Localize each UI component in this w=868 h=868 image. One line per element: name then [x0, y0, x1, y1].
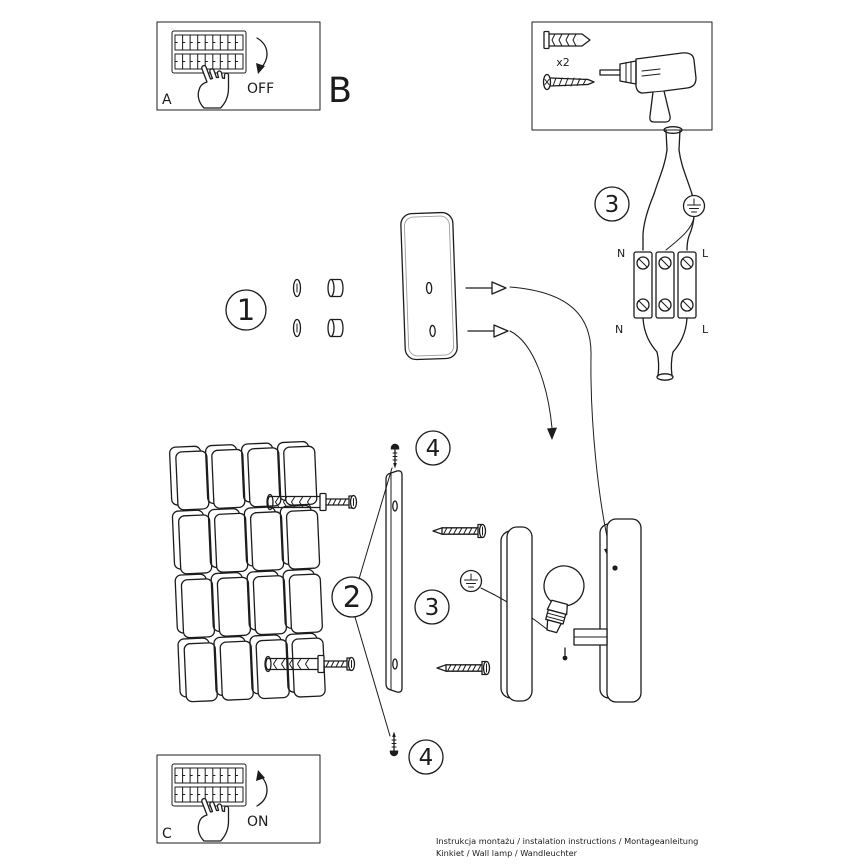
svg-text:3: 3 [425, 595, 440, 621]
mounting-bracket [385, 470, 403, 693]
pointing-hand-icon [197, 64, 230, 109]
tiled-wall [168, 440, 327, 703]
drill-icon [599, 52, 697, 123]
leader-line-long [509, 286, 614, 561]
ground-wire [665, 216, 695, 251]
step-4-badge-top: 4 [415, 430, 451, 466]
cable-split [653, 149, 693, 195]
mount-direction-arrow-top [465, 281, 507, 295]
bracket-screw-bottom-icon [436, 660, 491, 676]
plate-hole-bottom [429, 324, 436, 338]
bulb-and-socket [543, 565, 585, 634]
flip-up-arrow-icon [256, 770, 268, 807]
bracket-hole-bottom [392, 658, 398, 670]
wall-plug-assembly-bottom [264, 654, 356, 674]
wiring-diagram: 3 N L N L [594, 126, 709, 381]
fastener-icons-top [292, 278, 344, 298]
svg-text:1: 1 [237, 293, 255, 327]
label-n-bottom: N [615, 323, 623, 336]
pointing-hand-icon-c [197, 797, 230, 842]
cable-out [656, 351, 674, 377]
wire-n-top [642, 193, 655, 251]
fastener-icons-bottom [292, 318, 344, 338]
bracket-screw-top-icon [432, 523, 487, 539]
breaker-panel-icon-c [171, 763, 247, 807]
drill-hole-top [266, 493, 274, 511]
label-l-top: L [702, 247, 709, 260]
hardware-box-frame [531, 21, 713, 131]
lamp-arm [562, 628, 608, 661]
power-state-label-c: ON [247, 814, 269, 830]
cover-screw-bottom-icon [389, 730, 399, 757]
panel-a-label: A [162, 92, 172, 108]
svg-text:3: 3 [605, 192, 620, 218]
panel-a: OFF A [156, 21, 321, 111]
wire-bottom-pair [642, 317, 688, 353]
step-4-badge-bottom: 4 [408, 739, 444, 775]
panel-a-frame [156, 21, 321, 111]
step-2-badge: 2 [331, 467, 393, 737]
svg-text:2: 2 [343, 580, 361, 614]
screw-icon [542, 73, 595, 91]
mounting-plate [400, 211, 458, 361]
cable-end [663, 126, 683, 134]
plate-hole-top [425, 281, 433, 295]
step-2-leader-lines [354, 467, 393, 737]
hardware-box: x2 [531, 21, 713, 131]
ground-symbol-icon [682, 194, 706, 218]
supply-cable [665, 129, 681, 151]
panel-c-frame [156, 754, 321, 844]
svg-text:4: 4 [419, 745, 434, 771]
panel-c: ON C [156, 754, 321, 844]
section-b-label: B [328, 71, 352, 111]
step-3-badge-mid [414, 589, 450, 625]
svg-text:4: 4 [426, 436, 441, 462]
plug-quantity-label: x2 [556, 56, 570, 69]
footer-line-1: Instrukcja montażu / instalation instruc… [436, 836, 698, 846]
panel-c-label: C [162, 826, 172, 842]
breaker-panel-icon [171, 30, 247, 74]
step-3-mid-group: 3 [414, 569, 549, 631]
flip-down-arrow-icon [256, 37, 268, 74]
lamp-cover [500, 526, 533, 702]
footer-line-2: Kinkiet / Wall lamp / Wandleuchter [436, 848, 578, 858]
drill-hole-bottom [264, 655, 272, 673]
wall-plug-icon [543, 30, 591, 50]
power-state-label: OFF [247, 81, 274, 97]
wall-plug-assembly-top [266, 492, 358, 512]
bracket-hole-top [392, 500, 398, 512]
label-n-top: N [617, 247, 625, 260]
terminal-block [633, 251, 697, 319]
cable-out-end [656, 373, 674, 381]
step-1-badge: 1 [225, 289, 267, 331]
ground-symbol-mid-icon [459, 569, 483, 593]
back-plate-screw [612, 565, 618, 571]
arm-screw [562, 655, 568, 661]
lamp-assembly [500, 518, 642, 703]
label-l-bottom: L [702, 323, 709, 336]
mount-direction-arrow-bottom [467, 324, 509, 338]
step-3-badge-top: 3 [594, 186, 630, 222]
step-1-group: 1 [225, 211, 614, 561]
cover-screw-top-icon [390, 443, 400, 470]
lamp-back-plate [599, 518, 642, 703]
leader-line-short [509, 330, 557, 440]
